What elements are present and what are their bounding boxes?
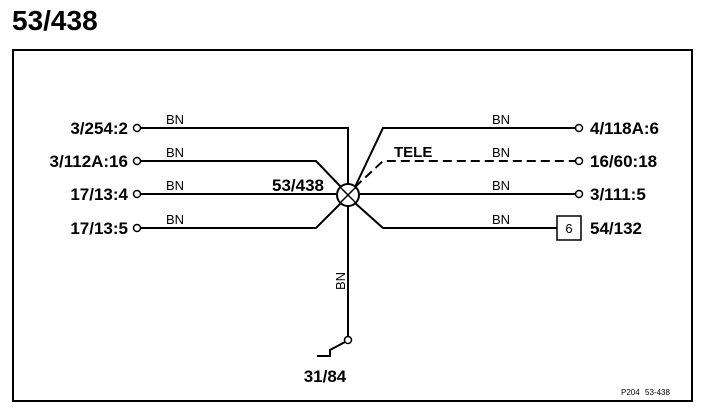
left-terminal-2 xyxy=(132,156,142,166)
left-wire-code-1: BN xyxy=(166,112,184,127)
wire-left-1 xyxy=(141,127,349,195)
ground-symbol-icon xyxy=(317,335,353,357)
right-wire-code-4: BN xyxy=(492,212,510,227)
left-wire-code-3: BN xyxy=(166,178,184,193)
right-connector-label-2: 16/60:18 xyxy=(590,152,657,171)
right-connector-label-4: 54/132 xyxy=(590,219,642,238)
right-component-box xyxy=(556,215,582,241)
right-connector-label-3: 3/111:5 xyxy=(590,185,646,204)
tele-option-label: TELE xyxy=(394,144,432,161)
left-connector-label-4: 17/13:5 xyxy=(70,219,128,238)
right-connector-label-1: 4/118A:6 xyxy=(590,119,659,138)
left-connector-label-2: 3/112A:16 xyxy=(50,152,128,171)
right-wire-code-3: BN xyxy=(492,178,510,193)
left-terminal-4 xyxy=(132,223,142,233)
right-terminal-2 xyxy=(574,156,584,166)
wire-left-4 xyxy=(141,202,342,229)
left-wire-code-4: BN xyxy=(166,212,184,227)
splice-label: 53/438 xyxy=(272,176,324,195)
wire-right-4 xyxy=(354,202,557,229)
splice-node xyxy=(336,183,360,207)
diagram-frame xyxy=(12,49,693,402)
ground-label: 31/84 xyxy=(304,367,347,386)
right-wire-code-2: BN xyxy=(492,145,510,160)
right-wire-code-1: BN xyxy=(492,112,510,127)
page-title: 53/438 xyxy=(12,5,98,36)
right-component-box-number: 6 xyxy=(565,221,572,236)
footer-page-ref: P204 xyxy=(621,388,640,397)
ground-wire-code: BN xyxy=(333,272,348,290)
wire-right-2-tele xyxy=(354,160,575,188)
left-connector-label-1: 3/254:2 xyxy=(70,119,128,138)
footer-diagram-ref: 53-438 xyxy=(645,388,670,397)
wire-right-1 xyxy=(354,127,575,188)
left-terminal-1 xyxy=(132,123,142,133)
right-terminal-3 xyxy=(574,189,584,199)
wire-left-2 xyxy=(141,160,342,188)
left-wire-code-2: BN xyxy=(166,145,184,160)
right-terminal-1 xyxy=(574,123,584,133)
left-connector-label-3: 17/13:4 xyxy=(70,185,128,204)
left-terminal-3 xyxy=(132,189,142,199)
